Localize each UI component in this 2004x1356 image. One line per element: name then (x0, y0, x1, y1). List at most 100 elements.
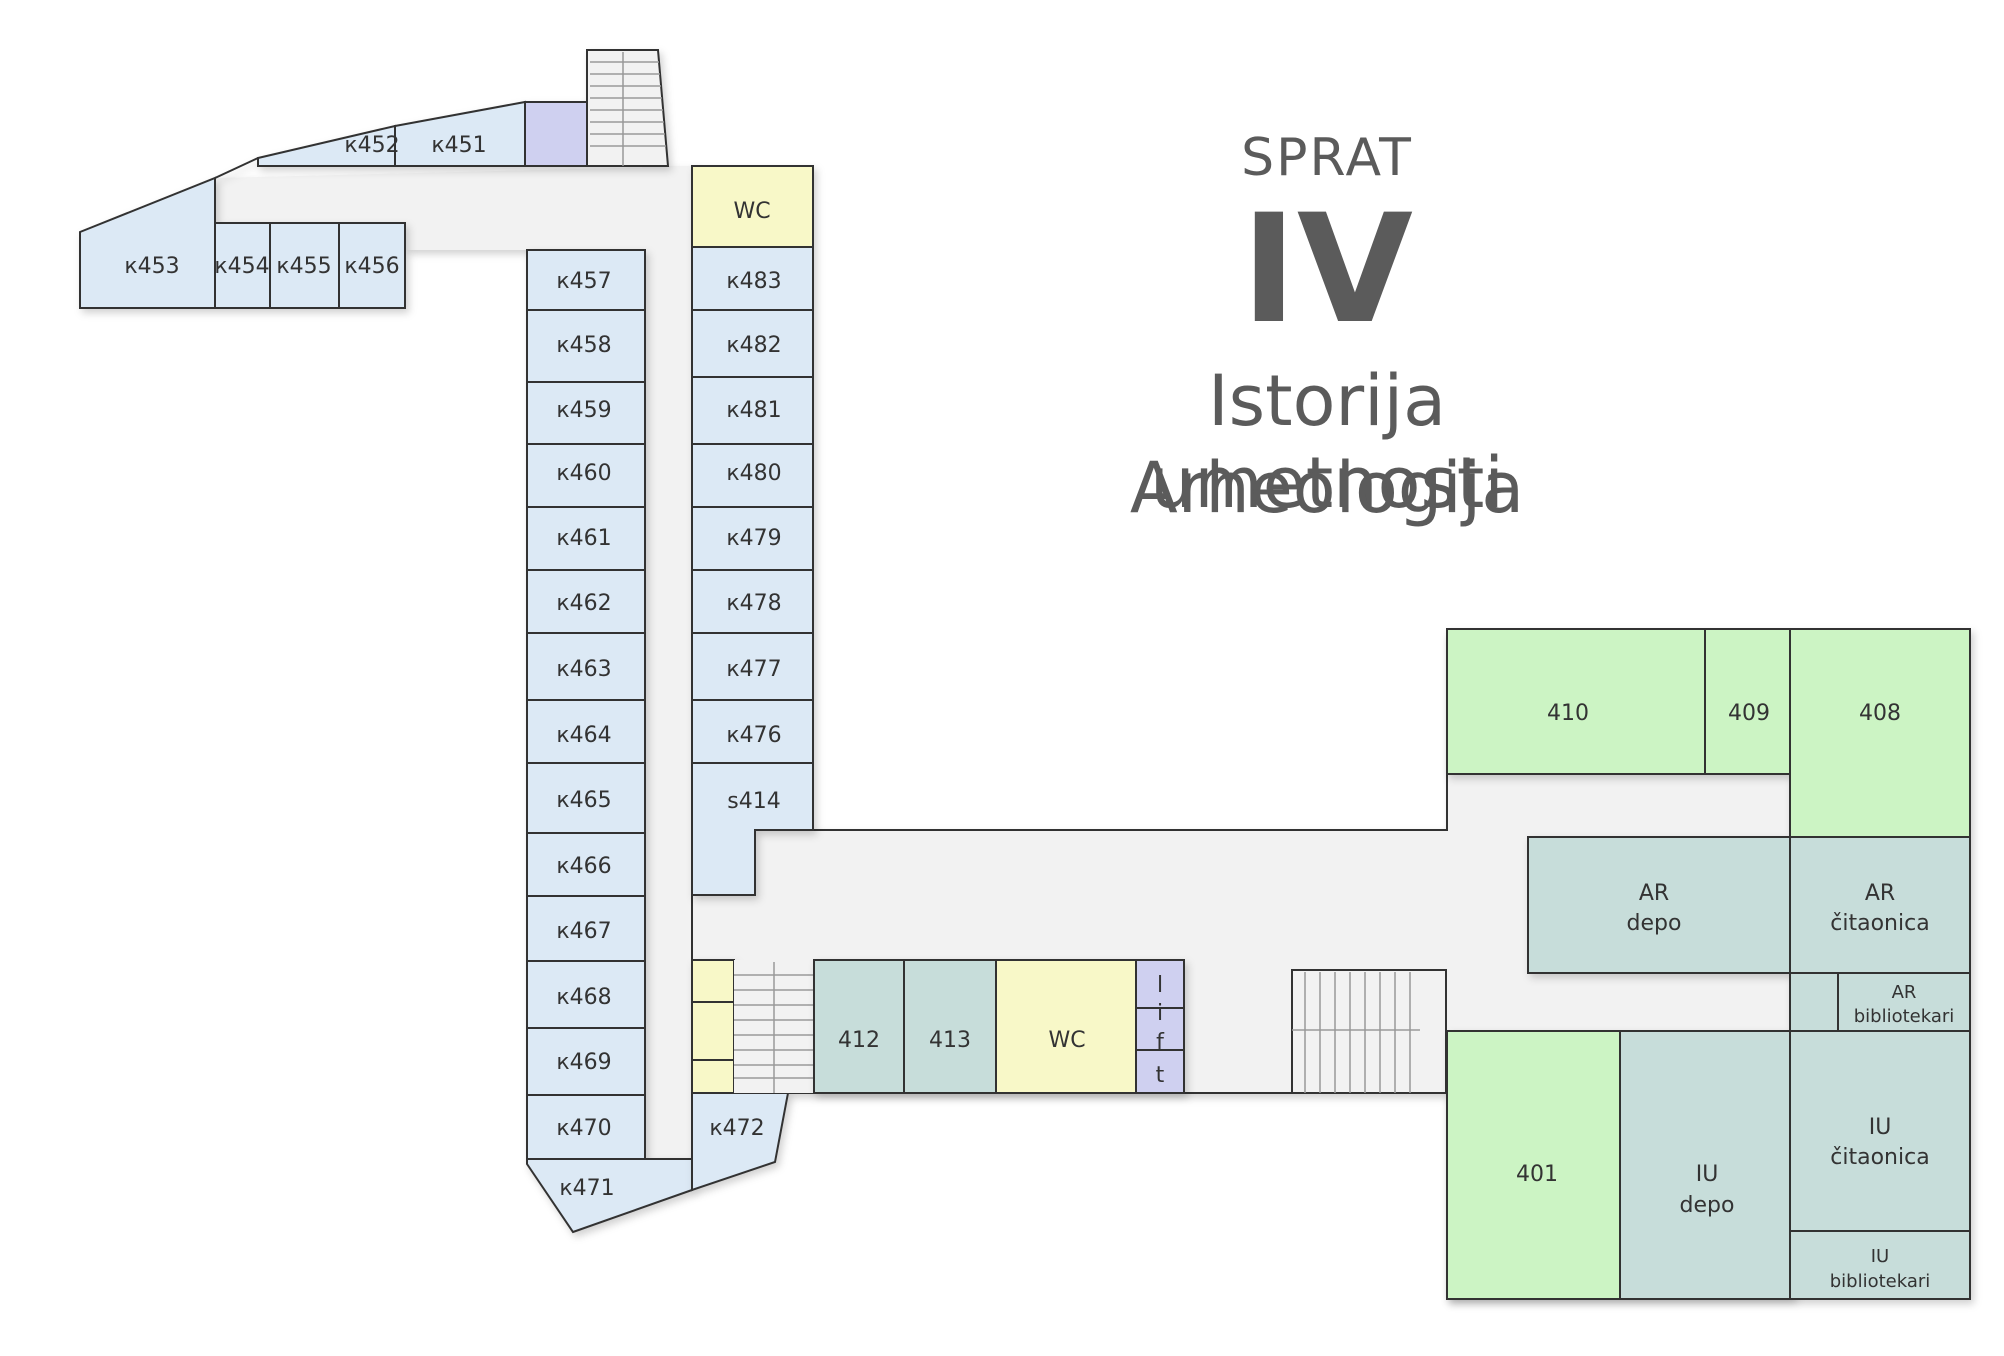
room-k456[interactable] (338, 222, 406, 309)
label-k482: к482 (726, 333, 781, 358)
wing-top-left (79, 49, 670, 309)
stairs-top (586, 49, 670, 167)
label-k458: к458 (556, 333, 611, 358)
label-ar-cit-1: AR (1865, 881, 1895, 906)
label-k452: к452 (344, 133, 399, 158)
label-k457: к457 (556, 269, 611, 294)
label-s414: s414 (727, 789, 780, 814)
room-401[interactable] (1446, 1030, 1621, 1300)
room-k470[interactable] (526, 1094, 646, 1160)
room-k466[interactable] (526, 832, 646, 897)
label-iu-depo-2: depo (1680, 1193, 1735, 1218)
room-wc-bottom[interactable] (995, 959, 1137, 1094)
room-k472[interactable] (691, 1092, 790, 1192)
stairs-right (1291, 969, 1447, 1094)
room-k458[interactable] (526, 309, 646, 383)
label-409: 409 (1728, 701, 1770, 726)
room-k457[interactable] (526, 249, 646, 311)
room-k453[interactable] (79, 176, 216, 309)
label-lift-i: i (1157, 1001, 1163, 1026)
label-k477: к477 (726, 657, 781, 682)
room-ar-small (1789, 972, 1839, 1032)
lift-top (524, 101, 588, 167)
label-k476: к476 (726, 723, 781, 748)
label-k465: к465 (556, 788, 611, 813)
label-k455: к455 (276, 254, 331, 279)
label-ar-depo-1: AR (1639, 881, 1669, 906)
stairs-middle (734, 960, 814, 1093)
label-k468: к468 (556, 985, 611, 1010)
label-k462: к462 (556, 591, 611, 616)
room-k478[interactable] (691, 569, 814, 634)
label-k464: к464 (556, 723, 611, 748)
room-k471[interactable] (526, 1158, 693, 1234)
label-k461: к461 (556, 526, 611, 551)
label-iu-cit-1: IU (1869, 1115, 1892, 1140)
corridor-top (215, 166, 695, 250)
label-ar-depo-2: depo (1627, 911, 1682, 936)
room-k479[interactable] (691, 506, 814, 571)
room-small-yellow-3 (691, 1059, 735, 1094)
label-ar-cit-2: čitaonica (1830, 911, 1929, 936)
label-k469: к469 (556, 1050, 611, 1075)
label-iu-depo-1: IU (1696, 1162, 1719, 1187)
rooms-lower-middle (813, 959, 1185, 1094)
room-k467[interactable] (526, 895, 646, 962)
label-k453: к453 (124, 254, 179, 279)
label-k483: к483 (726, 269, 781, 294)
room-iu-citaonica[interactable] (1789, 1030, 1971, 1232)
room-k462[interactable] (526, 569, 646, 634)
label-ar-bib-1: AR (1892, 982, 1917, 1003)
room-iu-depo[interactable] (1619, 1030, 1791, 1300)
room-412[interactable] (813, 959, 905, 1094)
room-s414[interactable] (691, 762, 814, 896)
label-lift-f: f (1156, 1030, 1165, 1055)
room-410[interactable] (1446, 628, 1706, 775)
label-410: 410 (1547, 701, 1589, 726)
room-k480[interactable] (691, 443, 814, 508)
label-k456: к456 (344, 254, 399, 279)
room-413[interactable] (903, 959, 997, 1094)
label-k478: к478 (726, 591, 781, 616)
room-k468[interactable] (526, 960, 646, 1029)
label-k480: к480 (726, 461, 781, 486)
room-408[interactable] (1789, 628, 1971, 838)
label-k451: к451 (431, 133, 486, 158)
room-k465[interactable] (526, 762, 646, 834)
lift-l (1135, 959, 1185, 1009)
room-ar-citaonica[interactable] (1789, 836, 1971, 974)
label-k466: к466 (556, 854, 611, 879)
room-small-yellow-2 (691, 1001, 735, 1061)
label-lift-l: l (1157, 973, 1163, 998)
corridor-vertical (642, 166, 692, 1166)
room-k483[interactable] (691, 246, 814, 311)
label-408: 408 (1859, 701, 1901, 726)
room-k463[interactable] (526, 632, 646, 701)
label-k454: к454 (214, 254, 269, 279)
label-401: 401 (1516, 1162, 1558, 1187)
room-k454[interactable] (214, 222, 271, 309)
room-wc-top[interactable] (691, 165, 814, 248)
sprat-label: SPRAT (1241, 128, 1413, 188)
room-k469[interactable] (526, 1027, 646, 1096)
label-wc-top: WC (733, 199, 770, 224)
room-k460[interactable] (526, 443, 646, 508)
lift-t (1135, 1049, 1185, 1094)
department-arheologija: Arheologija (1129, 447, 1525, 529)
label-iu-cit-2: čitaonica (1830, 1145, 1929, 1170)
label-k481: к481 (726, 398, 781, 423)
label-k467: к467 (556, 919, 611, 944)
label-k472: к472 (709, 1116, 764, 1141)
offices-left-column (526, 249, 693, 1234)
label-k460: к460 (556, 461, 611, 486)
room-iu-bibliotekari[interactable] (1789, 1230, 1971, 1300)
label-lift-t: t (1156, 1063, 1165, 1088)
label-k471: к471 (559, 1176, 614, 1201)
label-iu-bib-2: bibliotekari (1830, 1271, 1931, 1292)
room-k464[interactable] (526, 699, 646, 764)
label-k463: к463 (556, 657, 611, 682)
label-wc-bottom: WC (1048, 1028, 1085, 1053)
label-k459: к459 (556, 398, 611, 423)
department-istorija-umetnosti: Istorija umetnosti (1150, 360, 1504, 524)
